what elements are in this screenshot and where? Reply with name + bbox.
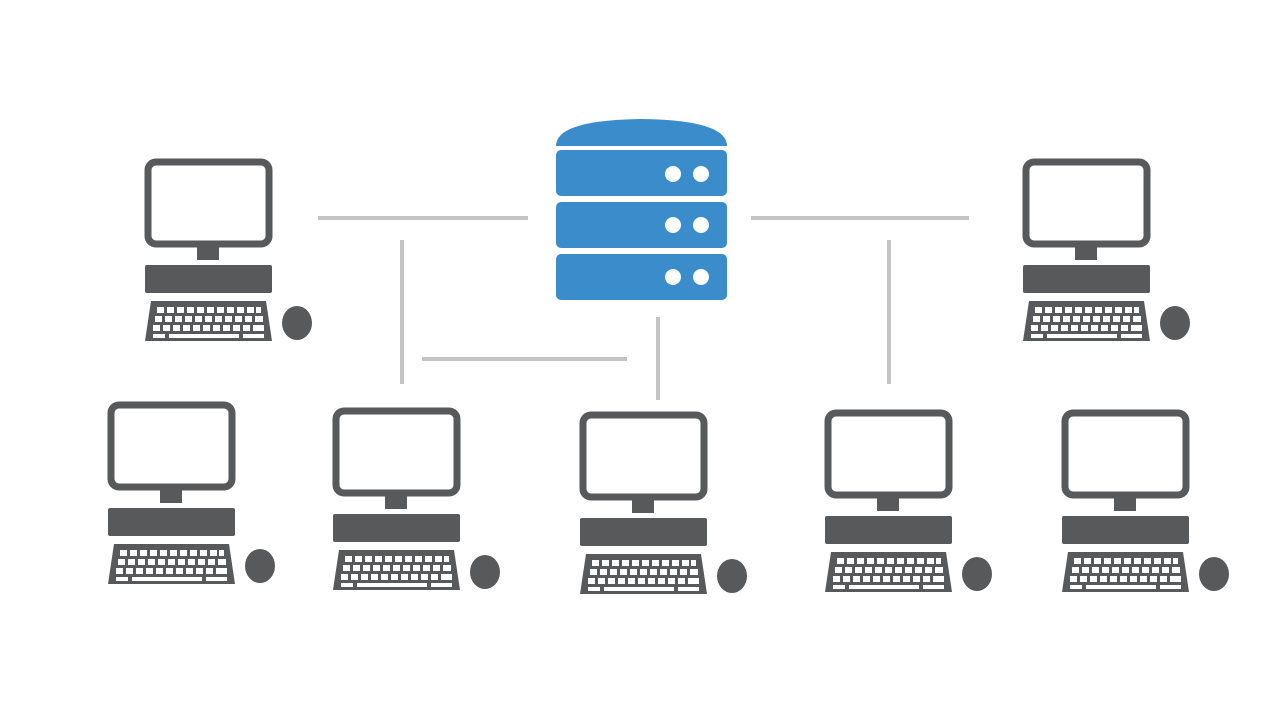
desktop-computer-icon (1062, 413, 1229, 592)
server-icon (556, 119, 727, 300)
desktop-computer-icon (825, 413, 992, 592)
connection-lines (318, 216, 969, 400)
desktop-computer-icon (580, 415, 747, 594)
desktop-computer-icon (108, 405, 275, 584)
desktop-computer-icon (1023, 162, 1190, 341)
desktop-computer-icon (333, 411, 500, 590)
desktop-computer-icon (145, 162, 312, 341)
